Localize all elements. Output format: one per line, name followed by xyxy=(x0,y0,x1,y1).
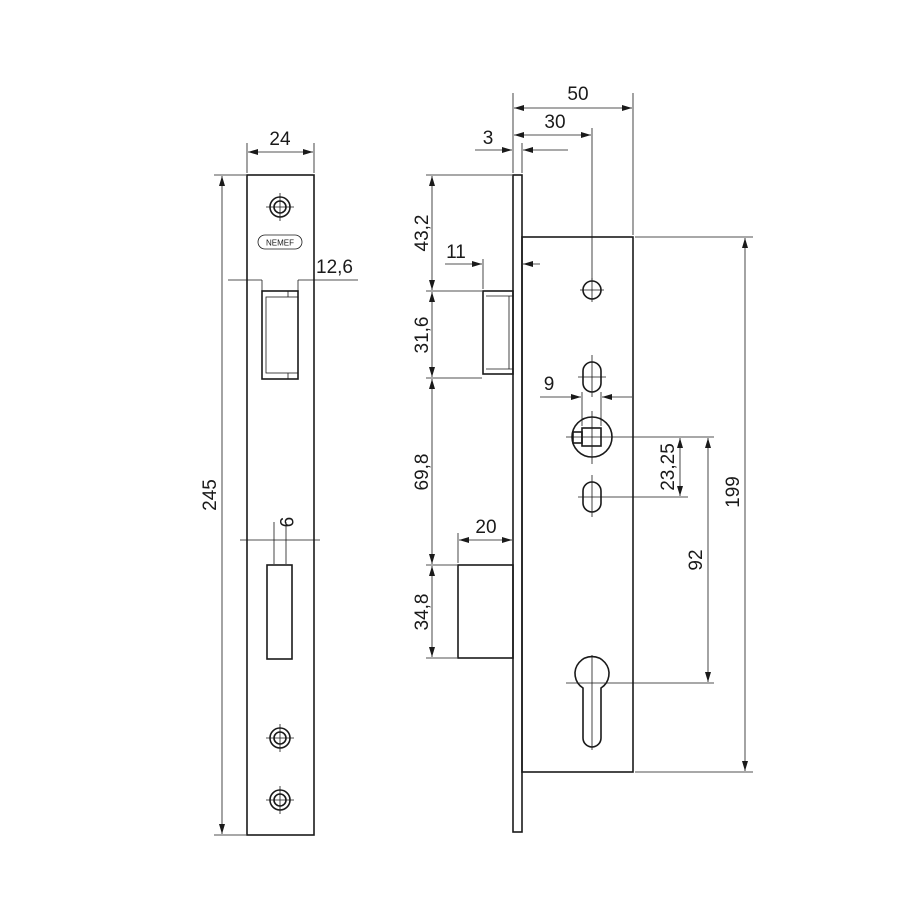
dim-follower-to-cylinder: 92 xyxy=(686,549,707,570)
dim-latch-projection: 11 xyxy=(446,242,466,263)
slot-upper-icon xyxy=(578,355,606,397)
dim-bolt-height: 34,8 xyxy=(412,594,433,631)
dim-faceplate-thickness: 3 xyxy=(483,128,494,149)
latch-bolt xyxy=(482,290,514,375)
dim-follower-square: 9 xyxy=(544,374,555,395)
dim-latch-to-bolt: 69,8 xyxy=(412,454,433,491)
faceplate-front xyxy=(246,174,315,836)
dim-bolt-width: 9 xyxy=(275,517,296,528)
screw-hole-case-icon xyxy=(580,278,604,302)
side-view: 50 30 3 43,2 31,6 69,8 34,8 11 20 9 23,2… xyxy=(412,84,753,833)
dim-case-depth: 50 xyxy=(567,84,588,105)
lock-case xyxy=(521,236,634,773)
screw-hole-top-icon xyxy=(266,193,294,221)
dim-height: 245 xyxy=(200,479,221,511)
cylinder-hole-icon xyxy=(566,655,618,750)
dim-backset: 30 xyxy=(544,112,565,133)
dim-bolt-projection: 20 xyxy=(475,517,496,538)
faceplate-side xyxy=(512,174,523,833)
dim-latch-width: 12,6 xyxy=(316,257,353,278)
bolt-opening xyxy=(266,564,293,660)
dim-width: 24 xyxy=(269,129,291,150)
nemef-logo: NEMEF xyxy=(257,234,303,250)
dim-follower-to-screw: 23,25 xyxy=(658,443,679,491)
screw-hole-middle-icon xyxy=(266,724,294,752)
follower-icon xyxy=(566,411,618,464)
svg-text:NEMEF: NEMEF xyxy=(266,239,294,248)
front-view: NEMEF 24 12,6 245 9 xyxy=(200,129,358,836)
latch-opening xyxy=(261,290,299,380)
dim-latch-height: 31,6 xyxy=(412,317,433,354)
dead-bolt xyxy=(457,564,514,659)
dim-top-to-latch: 43,2 xyxy=(412,215,433,252)
screw-hole-bottom-icon xyxy=(266,786,294,814)
slot-lower-icon xyxy=(578,475,606,517)
dim-case-height: 199 xyxy=(723,476,744,508)
